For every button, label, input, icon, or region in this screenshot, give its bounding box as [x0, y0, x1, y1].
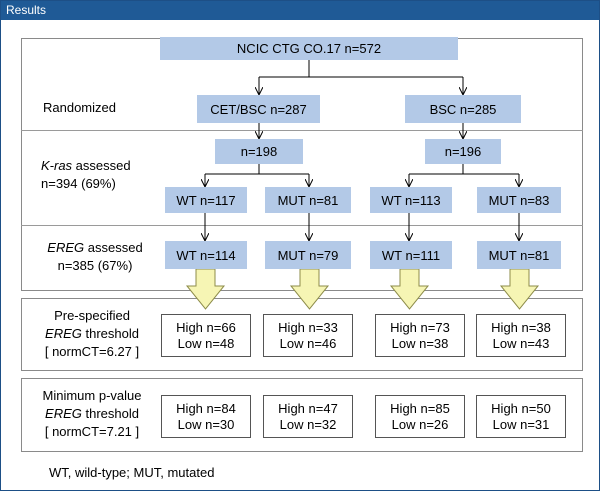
prespecified-line2-rest: threshold: [81, 326, 139, 341]
kras-bsc-mut: MUT n=83: [488, 192, 550, 208]
high-count: High n=38: [491, 320, 551, 335]
arm-cet-bsc-label: CET/BSC n=287: [210, 101, 307, 117]
arm-cet-bsc-node: CET/BSC n=287: [197, 95, 320, 123]
total-cohort-label: NCIC CTG CO.17 n=572: [236, 41, 382, 56]
high-count: High n=73: [390, 320, 450, 335]
prespecified-ereg-italic: EREG: [45, 326, 82, 341]
ereg-cet-wt: WT n=114: [176, 247, 236, 263]
high-count: High n=66: [176, 320, 236, 335]
ereg-bsc-mut-node: MUT n=81: [477, 241, 561, 269]
low-count: Low n=46: [279, 336, 337, 351]
low-count: Low n=26: [391, 417, 449, 432]
minimum-line2-rest: threshold: [81, 406, 139, 421]
high-count: High n=84: [176, 401, 236, 416]
low-count: Low n=31: [492, 417, 550, 432]
block-arrow-4: [499, 268, 540, 310]
kras-cet-wt: WT n=117: [176, 192, 236, 208]
ereg-label-italic: EREG: [47, 240, 85, 255]
separator-kras: [21, 225, 583, 226]
minimum-cet-wt-box: High n=84 Low n=30: [161, 395, 251, 438]
low-count: Low n=48: [177, 336, 235, 351]
minimum-bsc-wt-box: High n=85 Low n=26: [375, 395, 465, 438]
low-count: Low n=30: [177, 417, 235, 432]
high-count: High n=33: [278, 320, 338, 335]
ereg-label-rest: assessed: [84, 240, 143, 255]
minimum-bsc-mut-box: High n=50 Low n=31: [476, 395, 566, 438]
randomized-label: Randomized: [43, 100, 116, 115]
minimum-cet-mut-box: High n=47 Low n=32: [263, 395, 353, 438]
prespecified-bsc-mut-box: High n=38 Low n=43: [476, 314, 566, 357]
low-count: Low n=43: [492, 336, 550, 351]
prespecified-cet-mut-box: High n=33 Low n=46: [263, 314, 353, 357]
low-count: Low n=38: [391, 336, 449, 351]
prespecified-normct: [ normCT=6.27 ]: [44, 344, 140, 359]
kras-cet-wt-node: WT n=117: [165, 187, 247, 213]
prespecified-line1: Pre-specified: [54, 308, 130, 323]
minimum-pvalue-threshold-label: Minimum p-value EREG threshold [ normCT=…: [31, 387, 153, 441]
minimum-ereg-italic: EREG: [45, 406, 82, 421]
high-count: High n=47: [278, 401, 338, 416]
high-count: High n=85: [390, 401, 450, 416]
minimum-line1: Minimum p-value: [42, 388, 142, 403]
separator-randomized: [21, 130, 583, 131]
window-title: Results: [6, 3, 47, 17]
ereg-cet-mut: MUT n=79: [277, 247, 339, 263]
high-count: High n=50: [491, 401, 551, 416]
arm-bsc-label: BSC n=285: [429, 101, 497, 117]
ereg-bsc-mut: MUT n=81: [488, 247, 550, 263]
kras-bsc-total-node: n=196: [425, 139, 501, 164]
arm-bsc-node: BSC n=285: [405, 95, 521, 123]
minimum-normct: [ normCT=7.21 ]: [44, 424, 140, 439]
footnote: WT, wild-type; MUT, mutated: [49, 465, 215, 480]
block-arrow-3: [389, 268, 430, 310]
kras-bsc-wt-node: WT n=113: [370, 187, 452, 213]
block-arrow-2: [289, 268, 330, 310]
kras-cet-mut-node: MUT n=81: [265, 187, 351, 213]
ereg-cet-wt-node: WT n=114: [165, 241, 247, 269]
ereg-label-count: n=385 (67%): [57, 258, 133, 273]
ereg-bsc-wt: WT n=111: [381, 247, 441, 263]
title-bar: Results: [1, 1, 599, 20]
kras-bsc-wt: WT n=113: [381, 192, 441, 208]
total-cohort-node: NCIC CTG CO.17 n=572: [160, 37, 458, 60]
kras-cet-mut: MUT n=81: [277, 192, 339, 208]
kras-bsc-mut-node: MUT n=83: [477, 187, 561, 213]
kras-cet-total: n=198: [240, 144, 278, 159]
ereg-cet-mut-node: MUT n=79: [265, 241, 351, 269]
low-count: Low n=32: [279, 417, 337, 432]
kras-cet-total-node: n=198: [215, 139, 303, 164]
kras-assessed-label: K-ras assessed n=394 (69%): [41, 157, 131, 193]
ereg-assessed-label: EREG assessed n=385 (67%): [39, 239, 151, 275]
kras-bsc-total: n=196: [444, 144, 482, 159]
prespecified-cet-wt-box: High n=66 Low n=48: [161, 314, 251, 357]
kras-label-count: n=394 (69%): [41, 176, 116, 191]
kras-label-rest: assessed: [72, 158, 131, 173]
ereg-bsc-wt-node: WT n=111: [370, 241, 452, 269]
kras-label-italic: K-ras: [41, 158, 73, 173]
block-arrow-1: [185, 268, 226, 310]
prespecified-threshold-label: Pre-specified EREG threshold [ normCT=6.…: [31, 307, 153, 361]
prespecified-bsc-wt-box: High n=73 Low n=38: [375, 314, 465, 357]
